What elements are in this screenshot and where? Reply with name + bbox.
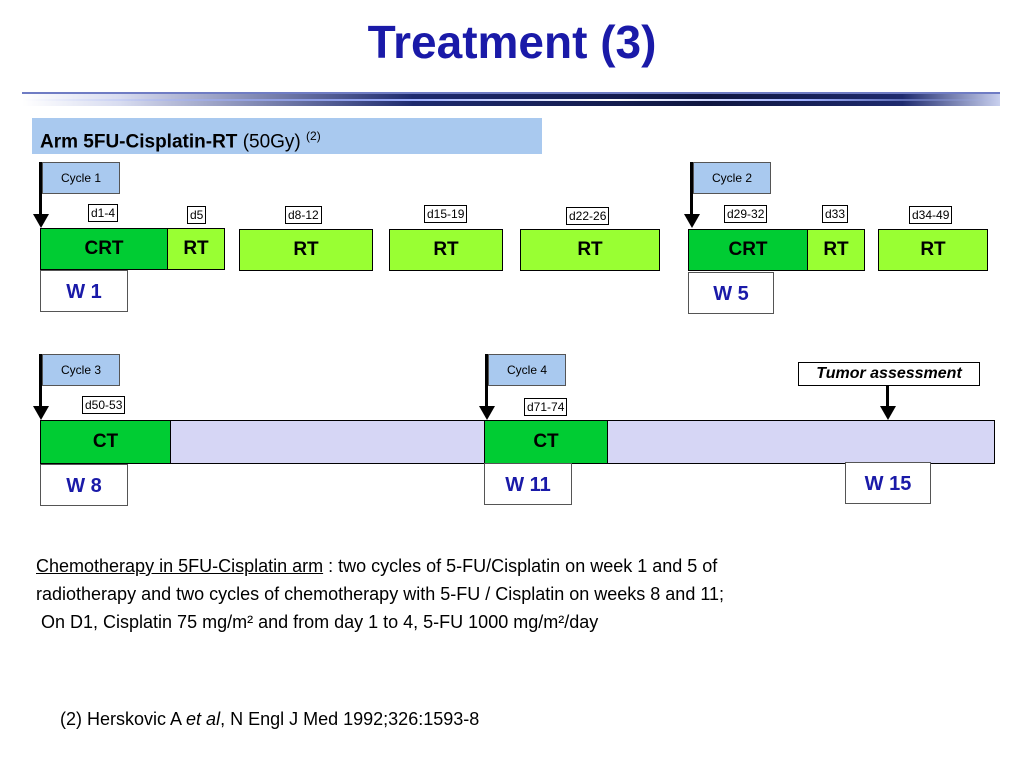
tumor-assessment-label: Tumor assessment [798,362,980,386]
arrow-cycle-3-line [39,354,42,408]
cycle-2-label: Cycle 2 [693,162,771,194]
note-line-2: radiotherapy and two cycles of chemother… [36,584,725,604]
reference-etal: et al [186,709,221,729]
arm-name: Arm 5FU-Cisplatin-RT [40,131,238,153]
block-rt-d34-49: RT [878,229,988,271]
week-w8: W 8 [40,464,128,506]
note-line-1-text: : two cycles of 5-FU/Cisplatin on week 1… [323,556,718,576]
day-d8-12: d8-12 [285,206,322,224]
block-ct-week8: CT [40,420,171,464]
arm-header: Arm 5FU-Cisplatin-RT (50Gy) (2) [32,118,542,154]
block-rt-d15-19: RT [389,229,503,271]
day-d34-49: d34-49 [909,206,953,224]
block-rt-d5: RT [167,228,225,270]
arrow-cycle-1-line [39,162,42,216]
arm-dose: (50Gy) [242,131,301,153]
day-d50-53: d50-53 [82,396,126,414]
week-w5: W 5 [688,272,774,314]
week-w15: W 15 [845,462,931,504]
note-line-1: Chemotherapy in 5FU-Cisplatin arm : two … [36,552,936,580]
arrow-cycle-2-head [684,214,700,228]
arrow-tumor-head [880,406,896,420]
arrow-tumor-line [886,386,889,408]
day-d22-26: d22-26 [566,207,610,225]
week-w1: W 1 [40,270,128,312]
arrow-cycle-4-head [479,406,495,420]
block-rt-d22-26: RT [520,229,660,271]
arrow-cycle-2-line [690,162,693,216]
day-d33: d33 [822,205,849,223]
block-ct-week11: CT [484,420,608,464]
day-d5: d5 [187,206,207,224]
arrow-cycle-1-head [33,214,49,228]
cycle-4-label: Cycle 4 [488,354,566,386]
cycle-3-label: Cycle 3 [42,354,120,386]
day-d29-32: d29-32 [724,205,768,223]
day-d71-74: d71-74 [524,398,568,416]
arm-ref: (2) [306,129,321,143]
reference-suffix: , N Engl J Med 1992;326:1593-8 [220,709,480,729]
day-d1-4: d1-4 [88,204,119,222]
week-w11: W 11 [484,463,572,505]
note-line-3: On D1, Cisplatin 75 mg/m² and from day 1… [36,612,599,632]
arrow-cycle-3-head [33,406,49,420]
title-divider [22,92,1000,106]
arrow-cycle-4-line [485,354,488,408]
day-d15-19: d15-19 [424,205,468,223]
block-rt-d8-12: RT [239,229,373,271]
block-rt-d33: RT [807,229,865,271]
chemotherapy-note: Chemotherapy in 5FU-Cisplatin arm : two … [36,552,936,636]
note-link[interactable]: Chemotherapy in 5FU-Cisplatin arm [36,556,324,576]
page-title: Treatment (3) [367,16,657,68]
block-crt-week5: CRT [688,229,808,271]
reference-prefix: (2) Herskovic A [60,709,187,729]
cycle-1-label: Cycle 1 [42,162,120,194]
block-crt-week1: CRT [40,228,168,270]
reference: (2) Herskovic A et al, N Engl J Med 1992… [60,706,760,732]
